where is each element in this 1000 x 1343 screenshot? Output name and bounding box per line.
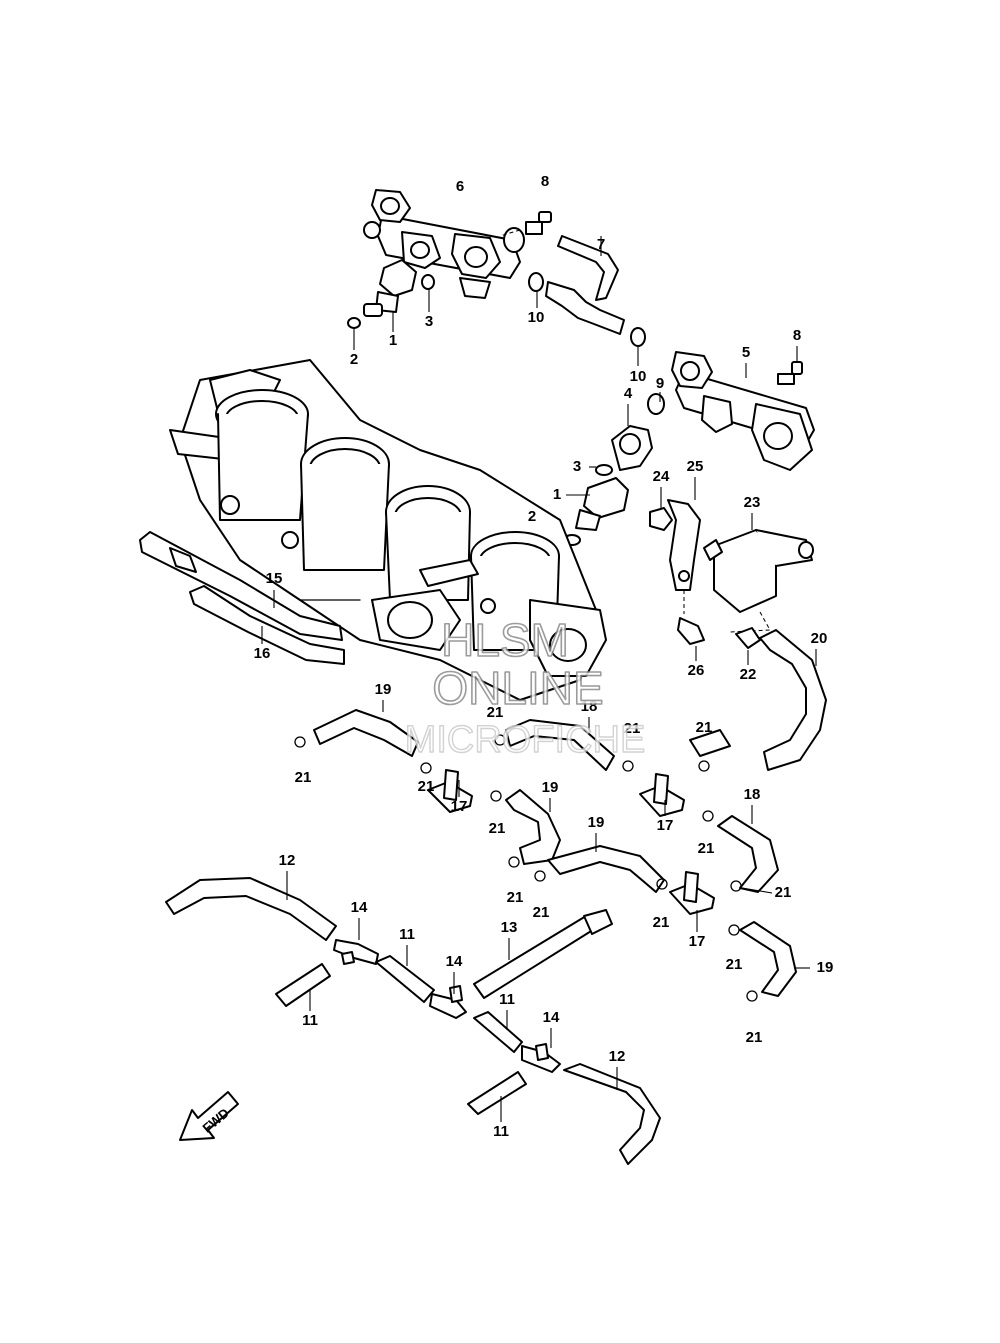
callout-5: 5 (742, 344, 750, 361)
callout-14: 14 (446, 953, 463, 970)
callout-15: 15 (266, 570, 283, 587)
callout-21: 21 (507, 889, 524, 906)
callout-21: 21 (746, 1029, 763, 1046)
callout-17: 17 (689, 933, 706, 950)
callout-11: 11 (302, 1012, 318, 1029)
injector-1-upper (347, 259, 435, 350)
callout-18: 18 (581, 698, 598, 715)
callout-6: 6 (456, 178, 464, 195)
callout-21: 21 (726, 956, 743, 973)
watermark: HLSM ONLINE MICROFICHE (404, 613, 646, 762)
clamp-22 (735, 627, 761, 665)
hose-network-lower (165, 871, 661, 1165)
callout-14: 14 (351, 899, 368, 916)
callout-21: 21 (624, 720, 641, 737)
delivery-pipe-5 (647, 351, 815, 471)
callout-11: 11 (493, 1123, 509, 1140)
watermark-line2: ONLINE (432, 662, 603, 714)
bolt-8-right (777, 346, 803, 385)
delivery-pipe-6 (363, 189, 525, 299)
callout-19: 19 (817, 959, 834, 976)
injector-1-lower (540, 477, 629, 546)
callout-21: 21 (653, 914, 670, 931)
callout-2: 2 (528, 508, 536, 525)
callout-8: 8 (541, 173, 549, 190)
bolt-8-upper (499, 211, 552, 237)
callout-16: 16 (254, 645, 271, 662)
callout-10: 10 (630, 368, 647, 385)
bracket-25 (649, 477, 701, 591)
callout-25: 25 (687, 458, 704, 475)
callout-21: 21 (489, 820, 506, 837)
bolt-26 (677, 590, 705, 661)
callout-24: 24 (653, 468, 670, 485)
callout-12: 12 (279, 852, 296, 869)
watermark-line1: HLSM (441, 614, 569, 666)
callout-19: 19 (588, 814, 605, 831)
callout-17: 17 (451, 798, 468, 815)
callout-26: 26 (688, 662, 705, 679)
callout-3: 3 (573, 458, 581, 475)
hose-network-upper (294, 700, 810, 1002)
callout-21: 21 (295, 769, 312, 786)
callout-23: 23 (744, 494, 761, 511)
callout-21: 21 (696, 719, 713, 736)
callout-11: 11 (399, 926, 415, 943)
callout-9: 9 (656, 375, 664, 392)
callout-21: 21 (775, 884, 792, 901)
callout-21: 21 (533, 904, 550, 921)
joint-4 (589, 404, 653, 476)
callout-11: 11 (499, 991, 515, 1008)
callout-22: 22 (740, 666, 757, 683)
callout-2: 2 (350, 351, 358, 368)
callout-19: 19 (375, 681, 392, 698)
solenoid-valve-23 (703, 513, 814, 633)
callout-3: 3 (425, 313, 433, 330)
callout-21: 21 (698, 840, 715, 857)
callout-17: 17 (657, 817, 674, 834)
callout-8: 8 (793, 327, 801, 344)
callout-21: 21 (487, 704, 504, 721)
callout-7: 7 (597, 236, 605, 253)
callout-10: 10 (528, 309, 545, 326)
throttle-body-assembly (169, 359, 607, 701)
hoses-15-16 (139, 531, 345, 665)
callout-13: 13 (501, 919, 518, 936)
fwd-arrow-icon: FWD (179, 1091, 239, 1141)
callout-1: 1 (389, 332, 397, 349)
callout-14: 14 (543, 1009, 560, 1026)
callout-20: 20 (811, 630, 828, 647)
callout-21: 21 (418, 778, 435, 795)
callout-12: 12 (609, 1048, 626, 1065)
callout-18: 18 (744, 786, 761, 803)
hose-20 (759, 629, 827, 771)
watermark-line3: MICROFICHE (405, 719, 646, 761)
callout-1: 1 (553, 486, 561, 503)
joint-7 (528, 235, 646, 366)
callout-19: 19 (542, 779, 559, 796)
callout-4: 4 (624, 385, 633, 402)
